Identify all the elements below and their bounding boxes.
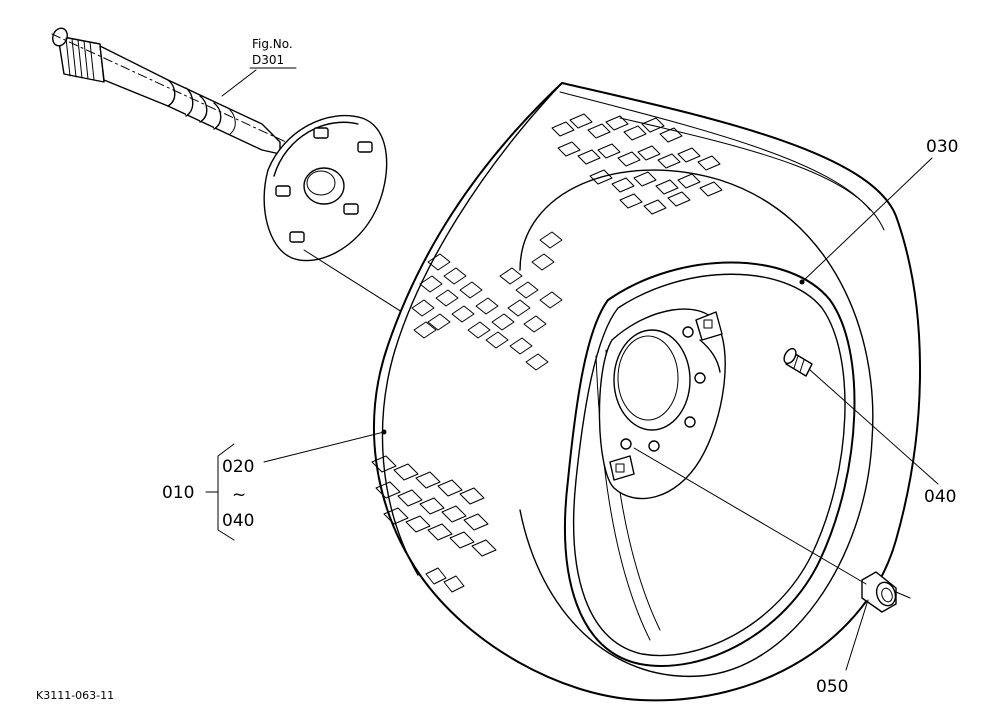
range-bracket [205,443,235,541]
callout-040-range: 040 [222,511,254,531]
tire-valve [783,347,813,377]
tread-top [551,113,723,215]
callout-040: 040 [924,487,956,507]
tread-bottom [371,455,497,593]
callout-030: 030 [926,137,958,157]
callout-020: 020 [222,457,254,477]
leader-lines [221,69,939,671]
rim [564,261,856,667]
wheel-studs [275,127,373,243]
callout-010: 010 [162,483,194,503]
wheel-nut [861,571,911,613]
figure-ref-line1: Fig.No. [252,37,293,51]
figure-ref-line2: D301 [252,53,284,67]
hub-flange [263,114,388,262]
range-tilde: ~ [232,485,246,505]
drawing-code: K3111-063-11 [36,689,114,702]
axle-shaft [51,27,313,155]
tread-middle [411,231,563,371]
callout-050: 050 [816,677,848,697]
